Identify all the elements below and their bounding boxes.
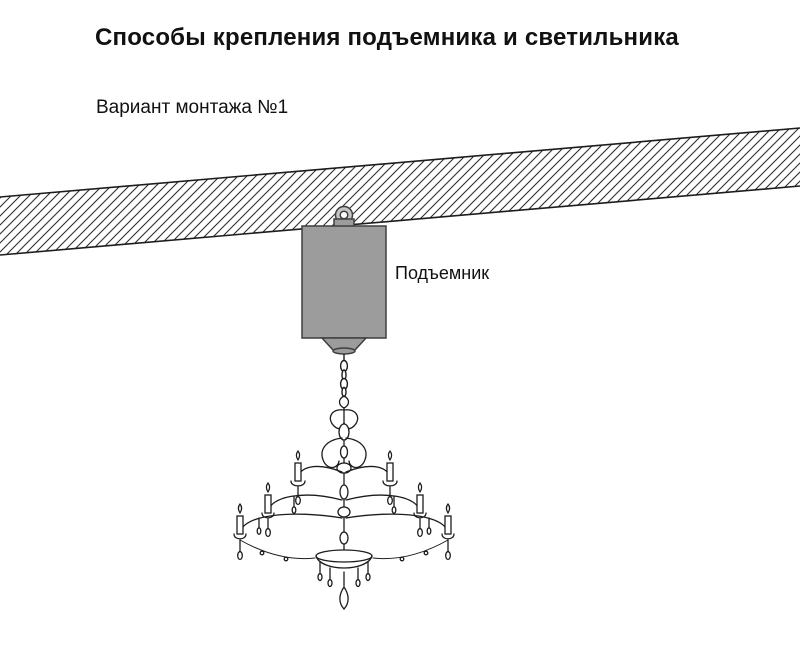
mount-ring-hole	[339, 210, 349, 220]
chandelier-top-loop	[338, 395, 350, 409]
crystal-drop	[426, 527, 432, 535]
chandelier-arms-left	[233, 437, 343, 562]
crystal-drop	[365, 572, 371, 582]
garland-bead	[423, 550, 429, 556]
crystal-drop	[317, 572, 323, 582]
candle-cup	[413, 512, 427, 519]
candle	[416, 494, 424, 514]
page-title: Способы крепления подъемника и светильни…	[95, 24, 679, 51]
crystal-drop	[417, 527, 423, 538]
candle-cup	[382, 480, 398, 487]
crystal-drop	[391, 506, 397, 514]
candle	[386, 462, 394, 482]
arm-upper	[345, 465, 391, 482]
lift-device	[301, 205, 387, 355]
garland-bead	[399, 556, 405, 562]
flame-icon	[445, 502, 451, 514]
candle-cup	[441, 533, 455, 540]
chain-link	[341, 386, 347, 398]
lift-label: Подъемник	[395, 263, 490, 283]
stem-baluster	[339, 445, 349, 459]
ceiling-band-hatch	[0, 128, 800, 255]
arm-middle	[345, 494, 421, 514]
ceiling-band-top-edge	[0, 127, 800, 198]
crystal-garland	[372, 539, 449, 560]
finial-drop	[339, 586, 349, 610]
crystal-drop	[327, 578, 333, 588]
stem-baluster	[339, 531, 349, 545]
stem-baluster	[338, 423, 350, 441]
crystal-drop	[387, 495, 393, 506]
stem-baluster	[337, 506, 351, 518]
chain	[339, 354, 349, 398]
lift-body	[301, 225, 387, 339]
bottom-dish-bowl	[315, 555, 373, 569]
flame-icon	[417, 481, 423, 493]
stem-baluster	[339, 484, 349, 500]
stem-baluster	[336, 462, 352, 474]
scroll-ornament	[345, 437, 367, 469]
candle	[444, 515, 452, 535]
arm-outer	[345, 513, 449, 535]
chandelier	[233, 395, 455, 610]
ceiling-band-bottom-edge	[0, 185, 800, 256]
chandelier-arms-right	[345, 437, 455, 562]
flame-icon	[387, 449, 393, 461]
crystal-drop	[445, 550, 451, 561]
variant-label: Вариант монтажа №1	[96, 97, 289, 118]
bottom-dish-rim	[315, 549, 373, 563]
crystal-drop	[355, 578, 361, 588]
lift-bottom-base	[332, 347, 356, 355]
ceiling-band	[0, 127, 800, 256]
